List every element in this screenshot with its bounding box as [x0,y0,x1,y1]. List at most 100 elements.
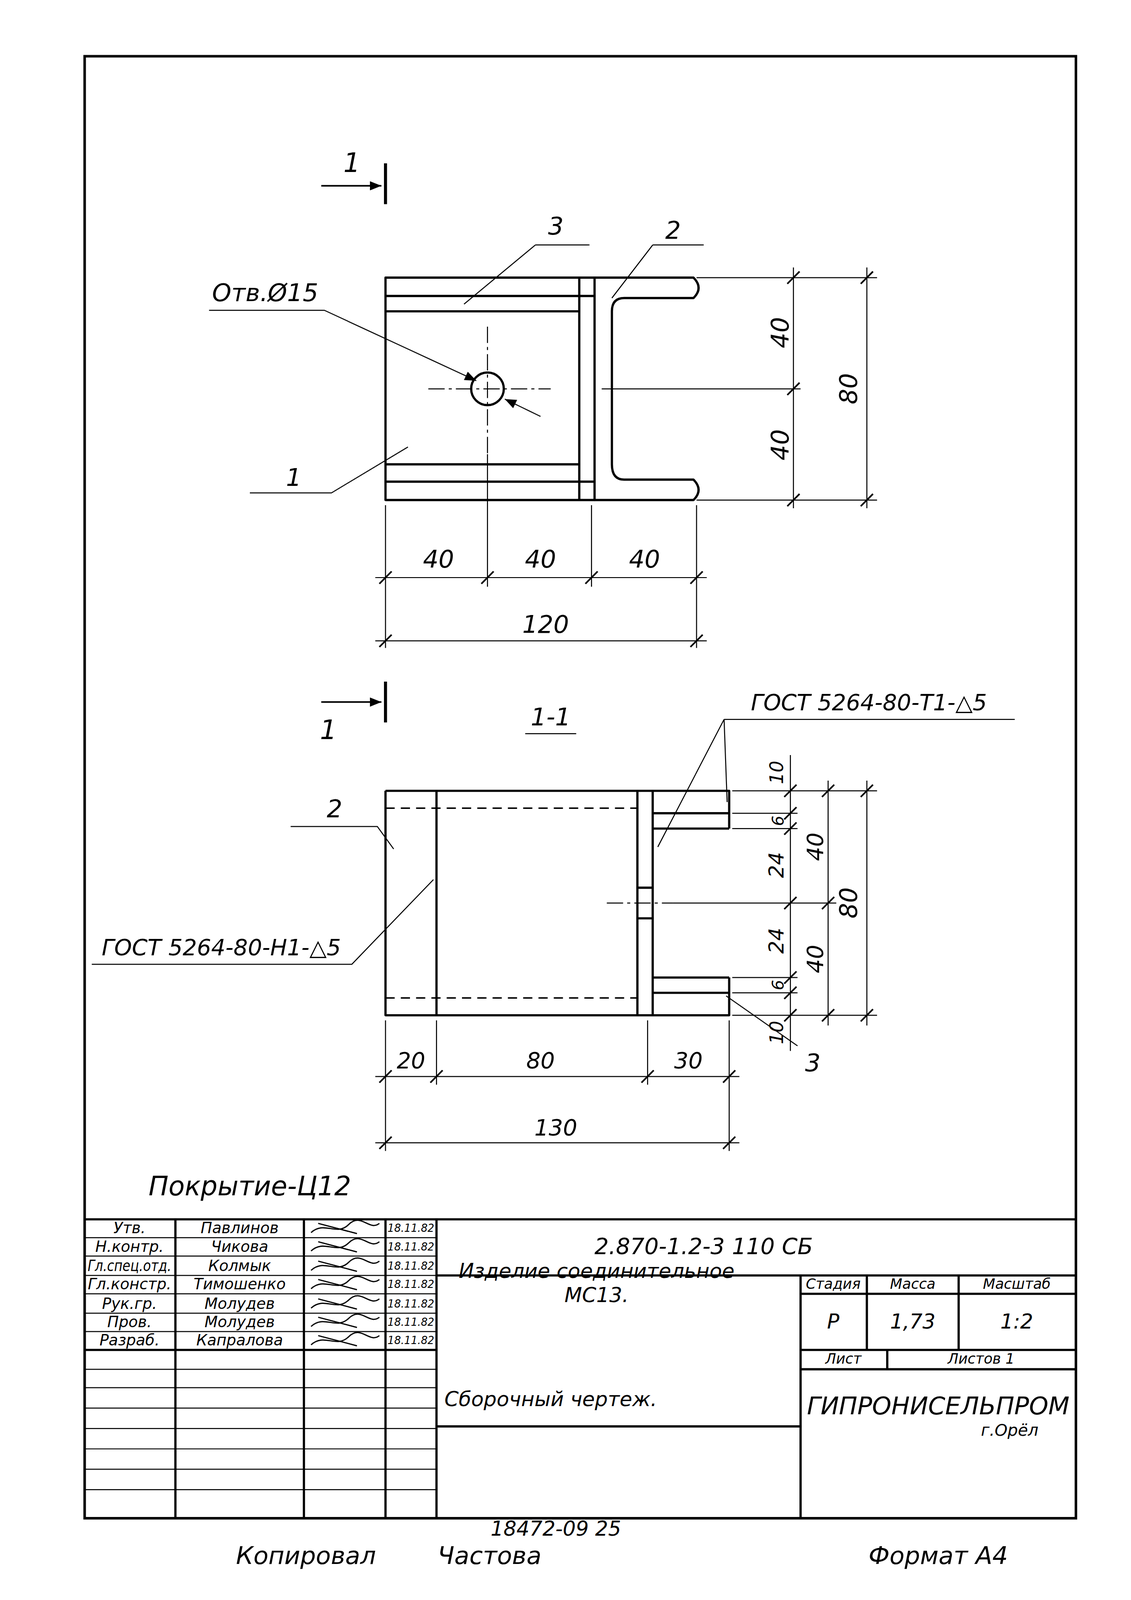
title-cell: Тимошенко [193,1274,286,1293]
dimension-tick [784,784,797,797]
leader-line [208,310,477,381]
footer-note: Формат А4 [868,1540,1008,1570]
dimension-tick [784,1008,797,1022]
dimension-value: 10 [766,760,789,784]
callout-number: 1 [285,462,302,492]
dimension-line [375,267,867,641]
sheet-frame [84,56,1077,1518]
dimension-tick [787,493,800,507]
section-underline [525,732,577,734]
title-cell: Капралова [196,1330,283,1349]
dimension-tick [379,571,392,584]
title-cell: Гл.спец.отд. [87,1256,172,1275]
footer-note: Копировал [236,1540,377,1570]
dimension-tick [379,634,392,647]
dimension-line [375,754,867,1143]
title-block-grid [84,1219,1077,1518]
weld-note: ГОСТ 5264-80-Н1-△5 [101,933,342,961]
footer-note: Частова [437,1540,542,1570]
dimension-value: 30 [674,1047,703,1074]
title-cell: 18.11.82 [387,1221,435,1235]
dimension-tick [723,1069,736,1083]
title-cell: Чикова [211,1237,269,1256]
callout-number: 3 [548,211,564,241]
dimension-tick [860,271,873,284]
dimension-tick [821,1008,835,1022]
dimension-tick [860,784,873,797]
signature [311,1219,380,1234]
title-cell: Лист [825,1349,862,1368]
dimension-tick [481,571,494,584]
dimension-value: 24 [764,851,790,878]
title-cell: 18.11.82 [387,1296,435,1311]
section-mark: 1 [320,714,338,747]
title-cell: 18.11.82 [387,1239,435,1254]
signatures [311,1219,380,1346]
dimension-value: 6 [768,979,789,991]
hidden-line [385,807,638,998]
title-cell: Масса [890,1275,936,1293]
leader-line [504,399,541,417]
dimension-tick [784,896,797,909]
dimension-tick [430,1069,443,1083]
hidden-line [593,311,596,464]
title-block-row [84,1237,437,1489]
title-cell: 18.11.82 [387,1277,435,1292]
dimension-value: 20 [396,1047,426,1074]
section-title: 1-1 [530,702,571,732]
title-cell: Утв. [113,1218,146,1237]
section-cut-mark [383,163,388,722]
dimension-value: 6 [768,815,789,826]
title-cell: 1:2 [1000,1309,1034,1334]
hole-note: Отв.Ø15 [212,278,319,308]
dimension-value: 40 [765,316,795,348]
callout-number: 3 [804,1047,821,1078]
signature [311,1332,380,1346]
dimension-value: 40 [628,544,660,574]
dimension-tick [585,571,598,584]
dimension-value: 130 [534,1114,578,1142]
callout-number: 2 [665,215,681,245]
dimension-tick [723,1136,736,1149]
title-cell: 1,73 [890,1309,936,1334]
dimension-value: 40 [802,832,830,862]
dimension-tick [821,896,835,909]
dimension-value: 80 [833,887,863,919]
organization-name: ГИПРОНИСЕЛЬПРОМ [807,1390,1070,1420]
title-cell: 18.11.82 [387,1258,435,1273]
title-cell: Н.контр. [95,1237,164,1256]
section-arrow [321,184,382,187]
title-cell: 18.11.82 [387,1314,435,1329]
coating-note: Покрытие-Ц12 [148,1170,352,1203]
signature [311,1238,380,1252]
title-cell: Масштаб [982,1275,1051,1293]
dimension-tick [860,1008,873,1022]
dimension-value: 24 [764,927,790,954]
dimension-tick [641,1069,654,1083]
dimension-tick [690,571,703,584]
section-arrow [321,700,382,703]
dimension-tick [787,271,800,284]
title-cell: Павлинов [200,1218,279,1237]
signature [311,1257,380,1271]
signature [311,1295,380,1309]
title-cell: 18.11.82 [387,1333,435,1348]
title-cell: Рук.гр. [102,1294,157,1313]
dimension-tick [821,784,835,797]
dimension-tick [787,382,800,395]
title-cell: Колмык [208,1256,272,1275]
dimension-tick [860,493,873,507]
dimension-value: 80 [526,1047,556,1074]
title-cell: Молудев [204,1294,275,1313]
weld-note: ГОСТ 5264-80-Т1-△5 [750,689,987,716]
title-cell: Р [827,1309,840,1334]
title-cell: Пров. [107,1312,152,1331]
drawing-title: Изделие соединительное МС13. [448,1258,745,1308]
title-cell: Стадия [805,1275,861,1293]
dimension-value: 40 [524,544,556,574]
dimension-value: 10 [766,1020,789,1044]
title-cell: Листов 1 [947,1349,1015,1368]
signature [311,1313,380,1327]
